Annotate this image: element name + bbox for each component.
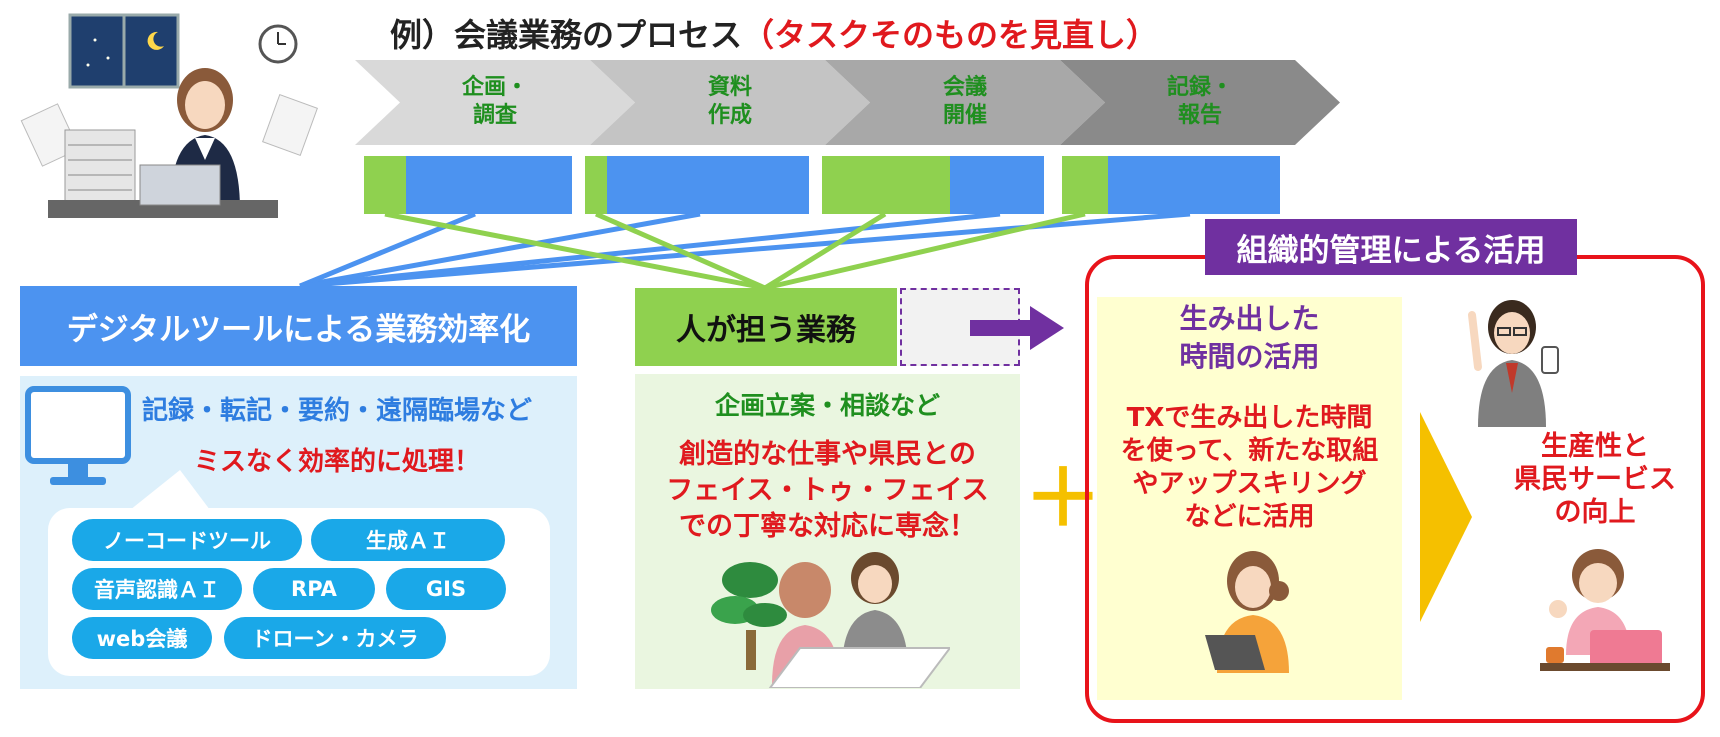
task-bar-1-digital	[406, 156, 572, 214]
task-bar-4-human	[1062, 156, 1108, 214]
arrow-right-icon	[970, 306, 1064, 350]
process-chevron-flow	[355, 60, 1340, 145]
human-tasks-subtitle: 企画立案・相談など	[714, 391, 940, 420]
time-usage-title: 生み出した 時間の活用	[1179, 302, 1320, 373]
monitor-icon	[25, 386, 131, 485]
tool-pill-nocode: ノーコードツール	[72, 519, 302, 561]
tool-pill-drone-camera: ドローン・カメラ	[224, 617, 446, 659]
process-chevron-4	[1060, 60, 1340, 145]
time-usage-text: TXで生み出した時間 を使って、新たな取組 やアップスキリング などに活用	[1120, 403, 1379, 532]
title-main: 例）会議業務のプロセス	[390, 16, 743, 54]
tool-pill-rpa: RPA	[253, 568, 375, 610]
tool-pill-speech-ai: 音声認識ＡＩ	[72, 568, 242, 610]
human-tasks-panel	[635, 374, 1020, 689]
task-bar-2-human	[585, 156, 607, 214]
human-tasks-header: 人が担う業務	[635, 288, 897, 366]
page-title: 例）会議業務のプロセス（タスクそのものを見直し）	[390, 10, 1158, 56]
process-chevron-3	[825, 60, 1105, 145]
task-bar-2-digital	[607, 156, 809, 214]
task-bar-3-digital	[950, 156, 1044, 214]
process-chevron-1	[355, 60, 635, 145]
org-management-label-text: 組織的管理による活用	[1236, 232, 1546, 269]
connector-lines	[299, 211, 1191, 291]
digital-tools-note: ミスなく効率的に処理！	[194, 447, 481, 477]
org-management-label: 組織的管理による活用	[1205, 219, 1577, 275]
speech-bubble-tail	[130, 470, 210, 510]
worker-with-laptop-illustration	[1205, 551, 1289, 673]
plus-sign: ＋	[1024, 454, 1103, 544]
process-step-documents: 資料 作成	[707, 75, 752, 128]
result-text: 生産性と 県民サービス の向上	[1514, 431, 1676, 528]
yellow-arrow-icon	[1420, 412, 1472, 622]
process-step-meeting: 会議 開催	[942, 75, 987, 128]
task-bar-1-human	[364, 156, 406, 214]
process-step-planning: 企画・ 調査	[461, 75, 528, 128]
digital-tools-subtitle: 記録・転記・要約・遠隔臨場など	[142, 396, 533, 426]
woman-ok-sign-illustration	[1540, 549, 1670, 671]
digital-tools-header: デジタルツールによる業務効率化	[20, 286, 577, 366]
task-bar-4-digital	[1108, 156, 1280, 214]
title-highlight: （タスクそのものを見直し）	[742, 16, 1159, 54]
businessman-with-phone-illustration	[1468, 300, 1559, 427]
process-step-report: 記録・ 報告	[1166, 75, 1233, 128]
face-to-face-meeting-illustration	[711, 552, 950, 688]
overworked-worker-illustration	[20, 13, 318, 218]
task-bar-3-human	[822, 156, 950, 214]
digital-tools-header-label: デジタルツールによる業務効率化	[66, 311, 531, 348]
human-tasks-text: 創造的な仕事や県民との フェイス・トゥ・フェイス での丁寧な対応に専念！	[666, 439, 989, 542]
process-chevron-2	[590, 60, 870, 145]
tool-pill-web-meeting: web会議	[72, 617, 212, 659]
human-tasks-header-label: 人が担う業務	[676, 313, 856, 348]
tool-pill-gis: GIS	[386, 568, 506, 610]
tool-pill-generative-ai: 生成ＡＩ	[311, 519, 505, 561]
